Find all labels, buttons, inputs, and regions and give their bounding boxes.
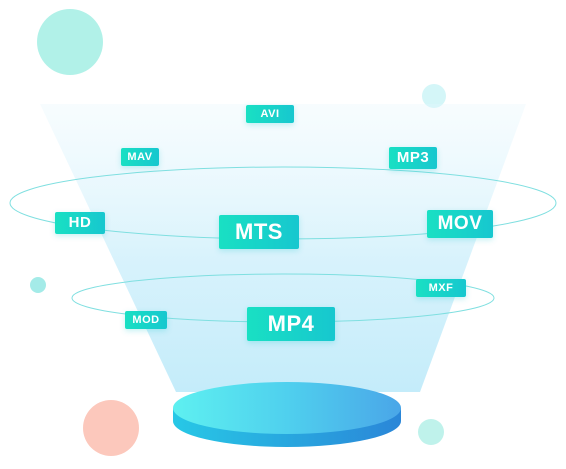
format-tag-avi: AVI — [246, 105, 294, 123]
format-tag-mp3: MP3 — [389, 147, 437, 169]
format-tag-mxf: MXF — [416, 279, 466, 297]
format-tag-mp4: MP4 — [247, 307, 335, 341]
mint-bubble-icon — [418, 419, 444, 445]
teal-bubble-icon — [37, 9, 103, 75]
format-tag-mts: MTS — [219, 215, 299, 249]
funnel-base-top — [173, 382, 401, 434]
small-teal-bubble-icon — [30, 277, 46, 293]
format-tag-mav: MAV — [121, 148, 159, 166]
small-cyan-bubble-icon — [422, 84, 446, 108]
peach-bubble-icon — [83, 400, 139, 456]
format-tag-mov: MOV — [427, 210, 493, 238]
format-tag-mod: MOD — [125, 311, 167, 329]
format-tag-hd: HD — [55, 212, 105, 234]
